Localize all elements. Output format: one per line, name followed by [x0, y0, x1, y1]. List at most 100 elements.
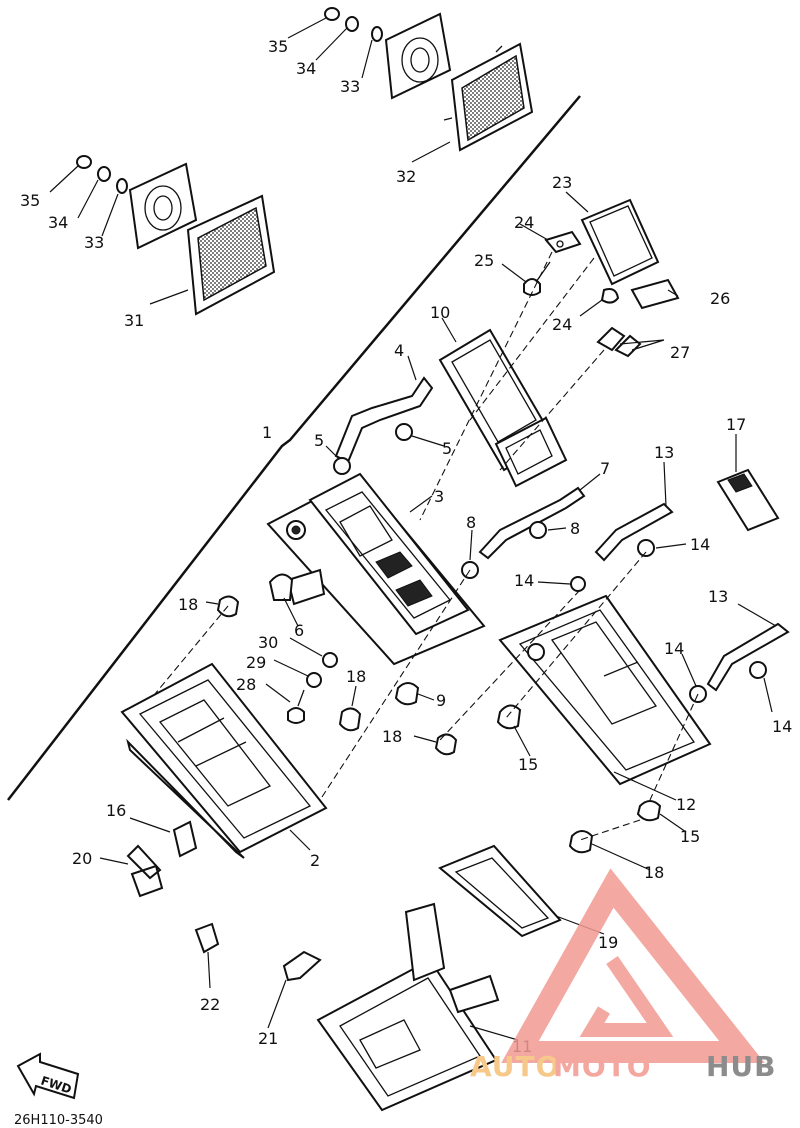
handle-7	[478, 486, 586, 560]
callout: 22	[200, 995, 220, 1014]
callout: 34	[48, 213, 68, 232]
callout: 28	[236, 675, 256, 694]
callout: 26	[710, 289, 730, 308]
grommet-14-a	[637, 539, 655, 557]
callout: 23	[552, 173, 572, 192]
nut-35-lower	[76, 155, 92, 169]
part-17-group	[716, 434, 780, 532]
grommet-5-left	[333, 457, 351, 475]
clip-16	[172, 820, 198, 858]
callout: 8	[466, 513, 476, 532]
bracket-20	[126, 844, 164, 898]
frame-2	[120, 662, 328, 854]
callout: 32	[396, 167, 416, 186]
frame-11	[316, 958, 498, 1112]
cover-19	[438, 844, 562, 938]
screw-28	[287, 707, 305, 724]
watermark-hub: HUB	[706, 1050, 777, 1083]
callout: 13	[654, 443, 674, 462]
flasher-left-group	[49, 155, 276, 316]
callout: 14	[690, 535, 710, 554]
screw-25	[523, 278, 541, 296]
callout: 33	[340, 77, 360, 96]
reflector-17	[716, 468, 780, 532]
housing-3-group	[266, 472, 486, 666]
grommet-5-right	[395, 423, 413, 441]
lens-23	[580, 198, 660, 286]
socket-18-b	[338, 707, 362, 732]
bulb-15-a	[496, 704, 522, 730]
callout: 18	[178, 595, 198, 614]
nut-35-upper	[324, 7, 340, 21]
frame-11-group	[316, 902, 519, 1112]
washer-29	[306, 672, 322, 688]
callout: 31	[124, 311, 144, 330]
callout: 15	[680, 827, 700, 846]
callout: 18	[382, 727, 402, 746]
callout: 17	[726, 415, 746, 434]
callout: 1	[262, 423, 272, 442]
frame-2-group	[120, 662, 328, 859]
callout: 18	[346, 667, 366, 686]
washer-33-lower	[116, 178, 128, 194]
bulb-15-b	[636, 800, 662, 822]
flasher-base-lower	[128, 162, 198, 250]
watermark-text: AUTO MOTO HUB	[470, 1050, 777, 1083]
callout: 24	[514, 213, 534, 232]
panel-12	[498, 594, 712, 786]
watermark-triangle-icon	[501, 868, 765, 1063]
callout: 5	[314, 431, 324, 450]
callout: 8	[570, 519, 580, 538]
panel-12-group	[498, 576, 712, 801]
callout: 16	[106, 801, 126, 820]
small-fasteners	[149, 551, 699, 871]
callout: 12	[676, 795, 696, 814]
callout: 29	[246, 653, 266, 672]
washer-33-upper	[371, 26, 383, 42]
lower-left-parts	[99, 817, 322, 1029]
handle-4-group	[325, 355, 445, 475]
callout: 30	[258, 633, 278, 652]
callout: 19	[598, 933, 618, 952]
callout: 25	[474, 251, 494, 270]
callout: 14	[664, 639, 684, 658]
handle-4	[334, 376, 434, 464]
clip-24-lower	[600, 288, 620, 304]
callout: 33	[84, 233, 104, 252]
clip-22	[194, 922, 220, 954]
callout: 14	[772, 717, 792, 736]
callout: 7	[600, 459, 610, 478]
callout-labels: 35 34 33 32 35 34 33 31 23 24 25 26 24 2…	[20, 37, 792, 1056]
callout: 13	[708, 587, 728, 606]
callout: 35	[20, 191, 40, 210]
bulb-9	[394, 682, 420, 706]
handle-13-upper-group	[594, 461, 687, 562]
upper-small-parts	[419, 191, 680, 521]
callout: 14	[514, 571, 534, 590]
socket-18-d	[568, 830, 594, 854]
grommet-14-b	[570, 576, 586, 592]
assembly-bracket-line	[7, 95, 581, 801]
flasher-right-group	[287, 7, 534, 163]
clips-27	[596, 326, 642, 358]
callout: 15	[518, 755, 538, 774]
socket-18-c	[434, 733, 458, 756]
washer-34-upper	[345, 16, 359, 32]
pad-26	[630, 278, 680, 310]
callout: 20	[72, 849, 92, 868]
callout: 4	[394, 341, 404, 360]
callout: 5	[442, 439, 452, 458]
callout: 2	[310, 851, 320, 870]
washer-34-lower	[97, 166, 111, 182]
watermark-moto: MOTO	[553, 1050, 652, 1083]
callout: 27	[670, 343, 690, 362]
grommet-14-d	[749, 661, 767, 679]
callout: 10	[430, 303, 450, 322]
callout: 21	[258, 1029, 278, 1048]
callout: 6	[294, 621, 304, 640]
grommet-8-right	[529, 521, 547, 539]
clip-21	[282, 950, 322, 982]
bulb-6	[268, 573, 294, 601]
handle-13-lower-group	[681, 603, 790, 713]
